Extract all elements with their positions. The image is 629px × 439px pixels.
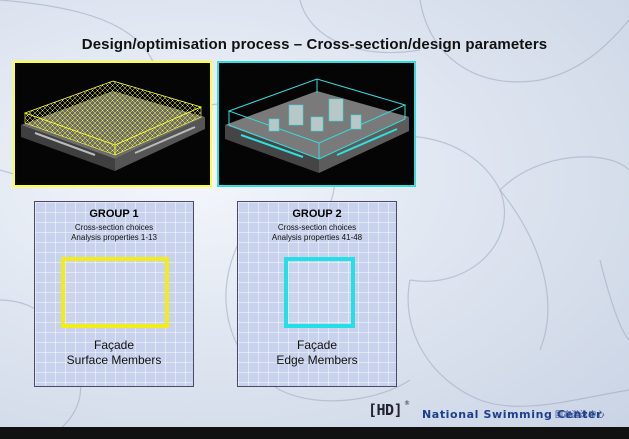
group1-label-line1: Façade <box>93 338 135 352</box>
group1-subtitle-line2: Analysis properties 1-13 <box>71 233 157 242</box>
slide-title: Design/optimisation process – Cross-sect… <box>81 36 548 53</box>
group2-subtitle-line2: Analysis properties 41-48 <box>271 233 363 242</box>
bottom-bar <box>0 427 629 439</box>
group2-label-line2: Edge Members <box>276 353 358 367</box>
group2-model-render <box>217 61 416 187</box>
group1-model-render <box>13 61 212 187</box>
group1-model-image <box>21 80 205 171</box>
group2-title: GROUP 2 <box>292 208 342 220</box>
group1-subtitle-line1: Cross-section choices <box>74 223 154 232</box>
brand-name-chinese: 国家游泳中心 <box>555 410 605 419</box>
group1-panel: GROUP 1 Cross-section choices Analysis p… <box>34 201 194 387</box>
group1-color-swatch <box>61 257 169 328</box>
group2-subtitle-line1: Cross-section choices <box>277 223 357 232</box>
group2-color-swatch <box>284 257 355 328</box>
group2-label-line1: Façade <box>296 338 338 352</box>
registered-mark: ® <box>404 400 410 407</box>
brand-name: National Swimming Center <box>422 408 603 421</box>
group2-model-image <box>225 78 409 173</box>
group1-title: GROUP 1 <box>89 208 139 220</box>
group1-label-line2: Surface Members <box>66 353 162 367</box>
group2-panel: GROUP 2 Cross-section choices Analysis p… <box>237 201 397 387</box>
hd-logo-icon: [HD] <box>368 401 403 419</box>
